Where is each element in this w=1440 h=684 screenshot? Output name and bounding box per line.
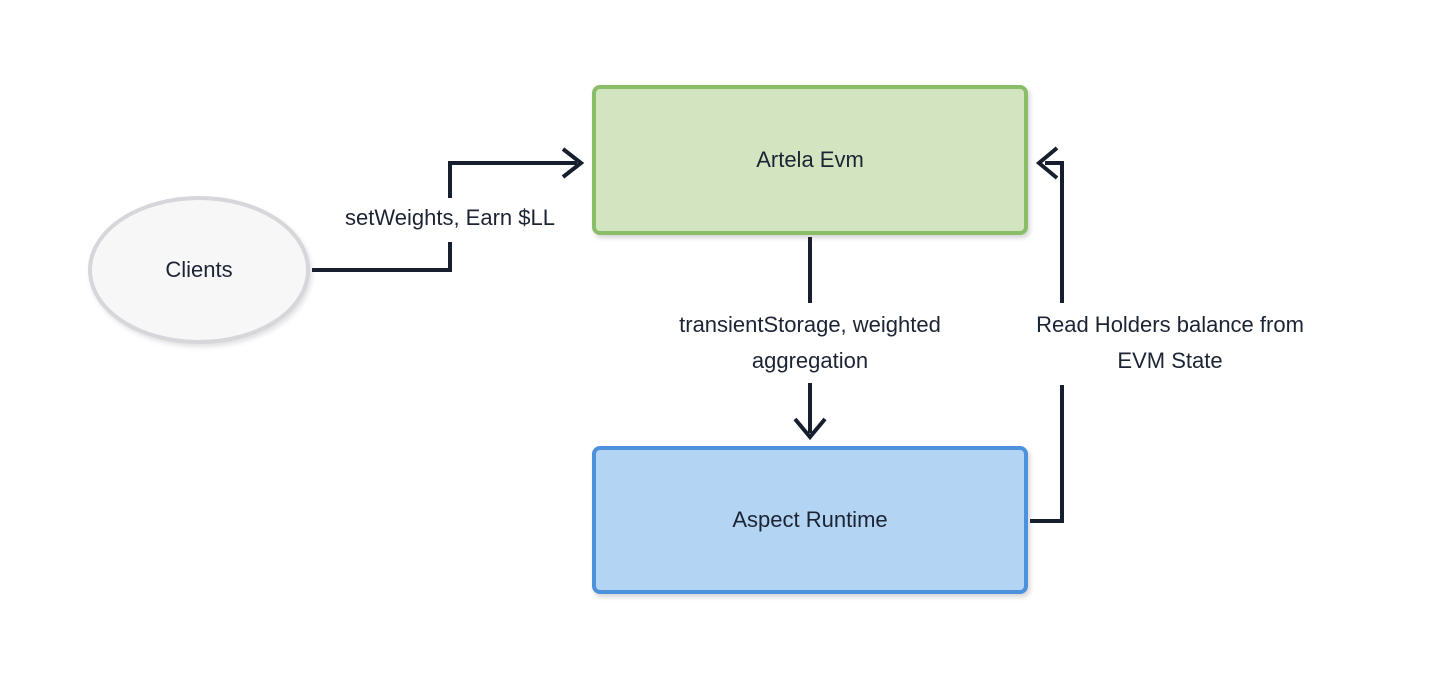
node-clients: Clients bbox=[88, 196, 310, 344]
node-aspect-runtime-label: Aspect Runtime bbox=[732, 507, 888, 532]
node-aspect-runtime: Aspect Runtime bbox=[592, 446, 1028, 594]
edge-runtime-to-evm-segment-lower bbox=[1030, 385, 1064, 523]
arrowhead-right-icon bbox=[561, 147, 585, 179]
edge-clients-to-evm-segment-lower bbox=[312, 242, 452, 272]
edge-label-setweights: setWeights, Earn $LL bbox=[290, 200, 610, 236]
edge-label-transientstorage-line1: transientStorage, weighted bbox=[679, 312, 941, 337]
edge-label-read-holders: Read Holders balance from EVM State bbox=[990, 307, 1350, 379]
edge-clients-to-evm-segment-upper bbox=[448, 161, 577, 198]
edge-label-read-holders-line1: Read Holders balance from bbox=[1036, 312, 1304, 337]
edge-label-read-holders-line2: EVM State bbox=[1117, 348, 1223, 373]
edge-label-transientstorage-line2: aggregation bbox=[751, 348, 869, 373]
node-artela-evm-label: Artela Evm bbox=[756, 147, 864, 172]
edge-label-setweights-line1: setWeights, Earn $LL bbox=[345, 205, 555, 230]
edge-label-transientstorage: transientStorage, weighted aggregation bbox=[630, 307, 990, 379]
node-artela-evm: Artela Evm bbox=[592, 85, 1028, 235]
arrowhead-left-icon bbox=[1035, 146, 1059, 180]
arrowhead-down-icon bbox=[793, 417, 827, 441]
node-clients-label: Clients bbox=[165, 257, 233, 282]
edge-runtime-to-evm-segment-upper bbox=[1045, 161, 1064, 303]
